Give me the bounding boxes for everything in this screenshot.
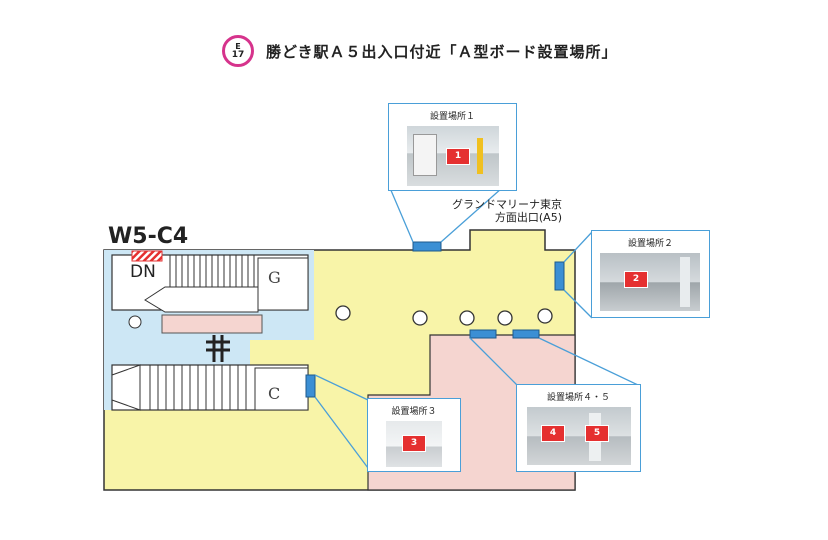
station-code-label: W5-C4 xyxy=(108,224,189,249)
photo-marker-2: 2 xyxy=(624,271,648,288)
board-marker-4 xyxy=(469,329,497,339)
location-2-photo: 2 xyxy=(600,253,700,311)
callout-lines xyxy=(314,187,639,469)
location-2-label: 設置場所２ xyxy=(627,239,673,249)
stairs-c-label: C xyxy=(268,384,281,403)
stairs-c-landing xyxy=(254,367,309,411)
stairs-g-arrow xyxy=(144,286,259,313)
photo-marker-1: 1 xyxy=(446,148,470,165)
badge-station-number: 17 xyxy=(231,49,245,60)
exit-label-line2: 方面出口(A5) xyxy=(494,211,562,224)
board-marker-1 xyxy=(412,241,442,252)
pillar xyxy=(335,305,351,321)
location-3-photo: 3 xyxy=(386,421,442,467)
pillar xyxy=(412,310,428,326)
location-4-5-label: 設置場所４・５ xyxy=(546,393,610,403)
exit-a5-label: グランドマリーナ東京 方面出口(A5) xyxy=(430,198,562,224)
pillar xyxy=(497,310,513,326)
location-3-label: 設置場所３ xyxy=(391,407,437,417)
pillar-photo xyxy=(680,257,690,307)
pillar xyxy=(459,310,475,326)
stairs-g-steps xyxy=(169,255,255,287)
page-title: 勝どき駅Ａ５出入口付近「Ａ型ボード設置場所」 xyxy=(266,42,618,61)
photo-marker-4: 4 xyxy=(541,425,565,442)
ticket-gate xyxy=(206,335,230,362)
location-1-photo: 1 xyxy=(407,126,499,186)
location-3-callout: 設置場所３ 3 xyxy=(367,398,461,472)
pink-strip xyxy=(161,314,263,334)
photo-marker-3: 3 xyxy=(402,435,426,452)
location-4-5-photo: 4 5 xyxy=(527,407,631,465)
exit-label-line1: グランドマリーナ東京 xyxy=(452,198,562,211)
poster-board xyxy=(413,134,437,176)
header: E 17 勝どき駅Ａ５出入口付近「Ａ型ボード設置場所」 xyxy=(222,34,618,68)
stairs-c-steps xyxy=(149,365,247,410)
location-2-callout: 設置場所２ 2 xyxy=(591,230,710,318)
dn-hatch-marker xyxy=(131,250,163,262)
location-1-callout: 設置場所１ 1 xyxy=(388,103,517,191)
dn-label: DN xyxy=(130,262,156,282)
station-number-badge: E 17 xyxy=(222,35,254,67)
badge-line-letter: E xyxy=(235,41,241,51)
board-markers xyxy=(305,241,565,398)
photo-marker-5: 5 xyxy=(585,425,609,442)
location-4-5-callout: 設置場所４・５ 4 5 xyxy=(516,384,641,472)
board-marker-2 xyxy=(554,261,565,291)
stairs-g-landing xyxy=(257,257,309,311)
facility-icon xyxy=(128,315,142,329)
yellow-pole xyxy=(477,138,483,174)
stairs-c-arrow xyxy=(111,364,141,411)
pillar xyxy=(537,308,553,324)
location-1-label: 設置場所１ xyxy=(429,112,475,122)
board-marker-5 xyxy=(512,329,540,339)
board-marker-3 xyxy=(305,374,316,398)
stairs-g-label: G xyxy=(268,268,281,287)
pillars xyxy=(335,305,553,326)
